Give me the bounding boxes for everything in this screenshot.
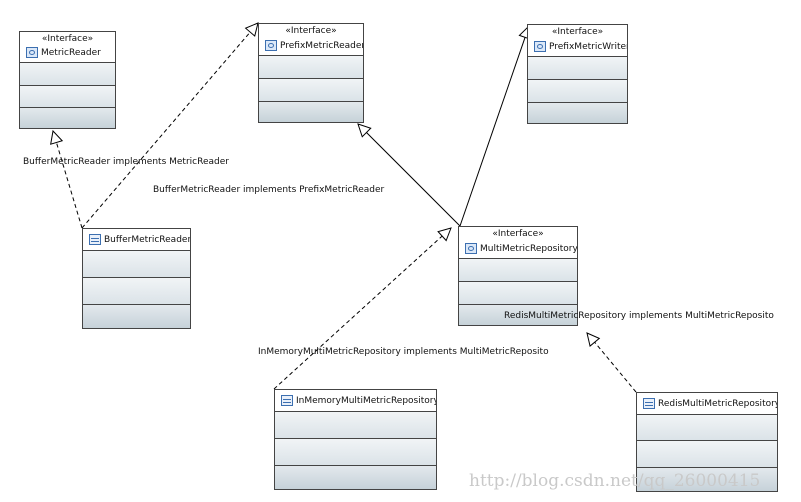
edge-inmemory-implements-multi[interactable]	[273, 235, 443, 390]
class-icon	[281, 395, 293, 406]
stereotype-label: «Interface»	[551, 27, 604, 37]
attributes-compartment	[259, 56, 363, 79]
edge-redis-implements-multi[interactable]	[594, 341, 637, 393]
attributes-compartment	[275, 412, 436, 439]
arrowhead-multi-extends-prefix-reader	[357, 123, 372, 138]
footer-compartment	[259, 102, 363, 122]
edge-label-buffer-prefix-reader: BufferMetricReader implements PrefixMetr…	[153, 185, 385, 195]
footer-compartment	[275, 466, 436, 489]
operations-compartment	[459, 282, 577, 305]
operations-compartment	[528, 80, 627, 103]
class-name: PrefixMetricWriter	[549, 41, 628, 52]
edge-multi-extends-prefix-writer[interactable]	[459, 37, 526, 227]
operations-compartment	[259, 79, 363, 102]
footer-compartment	[528, 103, 627, 123]
interface-icon	[465, 243, 477, 254]
edge-label-redis-multi: RedisMultiMetricRepository implements Mu…	[504, 311, 774, 321]
footer-compartment	[83, 305, 190, 328]
interface-icon	[26, 47, 38, 58]
operations-compartment	[20, 86, 115, 108]
interface-icon	[265, 40, 277, 51]
edge-label-inmemory-multi: InMemoryMultiMetricRepository implements…	[258, 347, 549, 357]
arrowhead-inmemory-implements-multi	[437, 227, 452, 242]
multi-metric-repository-interface[interactable]: «Interface» MultiMetricRepository	[458, 226, 578, 326]
prefix-metric-reader-interface[interactable]: «Interface» PrefixMetricReader	[258, 23, 364, 123]
attributes-compartment	[459, 259, 577, 282]
class-name: PrefixMetricReader	[280, 40, 364, 51]
class-name: MultiMetricRepository	[480, 243, 578, 254]
attributes-compartment	[637, 415, 777, 441]
attributes-compartment	[528, 57, 627, 80]
operations-compartment	[637, 441, 777, 468]
arrowhead-buffer-implements-prefix-reader	[244, 22, 259, 37]
stereotype-label: «Interface»	[285, 26, 337, 36]
operations-compartment	[275, 439, 436, 466]
edge-label-buffer-metric-reader: BufferMetricReader implements MetricRead…	[23, 157, 229, 167]
class-icon	[89, 234, 101, 245]
arrowhead-buffer-implements-metric-reader	[50, 129, 64, 145]
buffer-metric-reader-class[interactable]: BufferMetricReader	[82, 228, 191, 329]
footer-compartment	[20, 108, 115, 128]
arrowhead-redis-implements-multi	[586, 332, 601, 347]
attributes-compartment	[20, 63, 115, 86]
class-name: RedisMultiMetricRepository	[658, 398, 778, 409]
watermark-text: http://blog.csdn.net/qq_26000415	[469, 471, 761, 491]
metric-reader-interface[interactable]: «Interface» MetricReader	[19, 31, 116, 129]
class-name: BufferMetricReader	[104, 234, 191, 245]
footer-compartment	[637, 468, 777, 491]
edge-buffer-implements-metric-reader[interactable]	[55, 142, 83, 229]
stereotype-label: «Interface»	[492, 229, 544, 239]
class-icon	[643, 398, 655, 409]
edge-buffer-implements-prefix-reader[interactable]	[81, 31, 251, 229]
redis-multi-metric-repository-class[interactable]: RedisMultiMetricRepository	[636, 392, 778, 492]
stereotype-label: «Interface»	[41, 34, 94, 44]
class-name: InMemoryMultiMetricRepository	[296, 395, 437, 406]
interface-icon	[534, 41, 546, 52]
edge-multi-extends-prefix-reader[interactable]	[366, 132, 461, 227]
attributes-compartment	[83, 251, 190, 278]
prefix-metric-writer-interface[interactable]: «Interface» PrefixMetricWriter	[527, 24, 628, 124]
footer-compartment	[459, 305, 577, 325]
in-memory-multi-metric-repository-class[interactable]: InMemoryMultiMetricRepository	[274, 389, 437, 490]
operations-compartment	[83, 278, 190, 305]
class-name: MetricReader	[41, 47, 101, 58]
